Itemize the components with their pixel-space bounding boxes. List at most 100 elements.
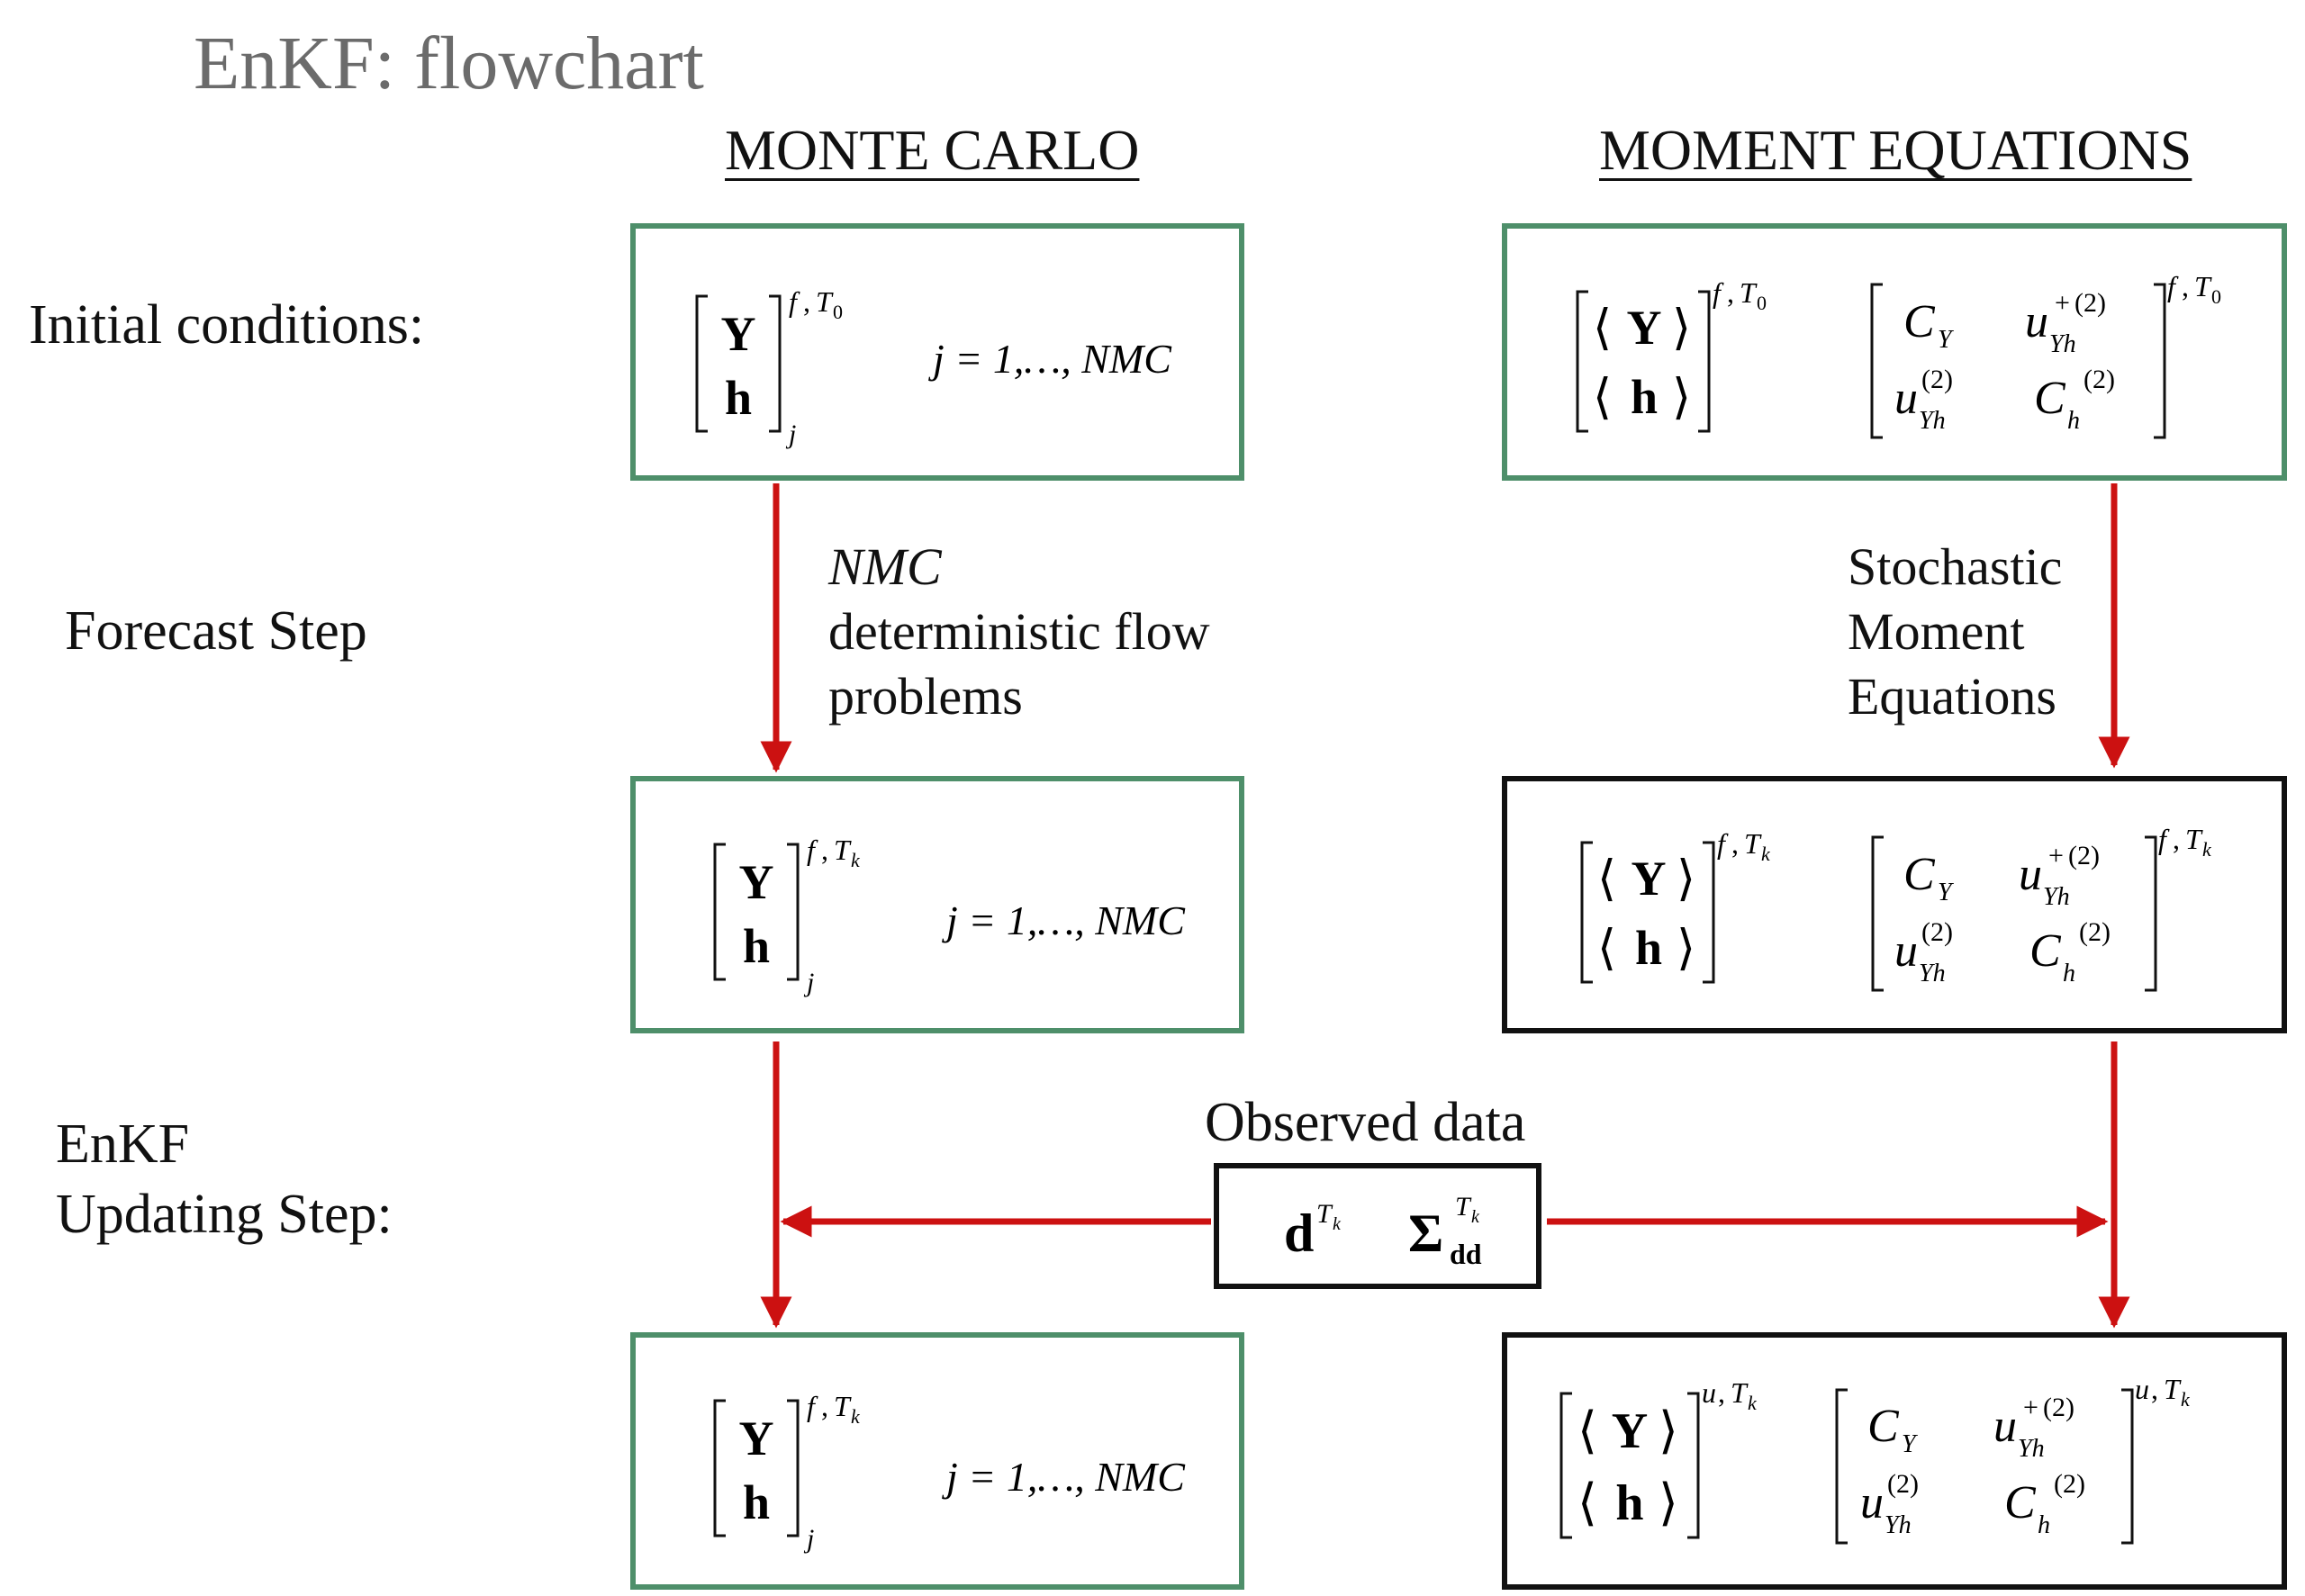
mc-initial-h: h: [725, 371, 752, 425]
me-initial-C: C: [1903, 296, 1936, 347]
observed-sigma-sup-k: k: [1471, 1207, 1480, 1227]
me-update-Ch: C: [2004, 1477, 2037, 1528]
me-initial-sup-T0: 0: [1757, 292, 1767, 314]
mc-initial-range: j = 1,…, NMC: [928, 336, 1172, 382]
me-initial-Ch: C: [2034, 373, 2066, 424]
me-update-rangle-h: ⟩: [1659, 1475, 1678, 1531]
svg-text:,: ,: [821, 1390, 828, 1422]
observed-d-sup-k: k: [1333, 1214, 1342, 1234]
row-label-forecast-step: Forecast Step: [65, 600, 367, 662]
mc-initial-box: Y h j f , T 0 j = 1,…, NMC: [630, 223, 1244, 481]
me-update-langle-h: ⟨: [1577, 1475, 1597, 1531]
me-update-langle-Y: ⟨: [1577, 1403, 1597, 1459]
me-update-C-sub-Y: Y: [1902, 1430, 1919, 1458]
me-forecast-u-order: (2): [1921, 917, 1953, 947]
mc-update-sup-f: f: [807, 1390, 818, 1422]
me-update-box: ⟨ Y ⟩ ⟨ h ⟩ u , T k C Y u Yh + (2) u Yh …: [1502, 1332, 2287, 1590]
column-header-monte-carlo: MONTE CARLO: [725, 118, 1140, 182]
mc-forecast-Y: Y: [739, 855, 774, 909]
me-initial-langle-h: ⟨: [1593, 370, 1612, 424]
me-update-formula: ⟨ Y ⟩ ⟨ h ⟩ u , T k C Y u Yh + (2) u Yh …: [1559, 1373, 2191, 1545]
me-forecast-Ch: C: [2029, 925, 2062, 977]
forecast-me-line1: Stochastic: [1848, 537, 2063, 596]
mc-update-box: Y h j f , T k j = 1,…, NMC: [630, 1332, 1244, 1590]
me-initial-Ch-order: (2): [2084, 365, 2115, 394]
mc-initial-sup-T0: 0: [833, 301, 843, 323]
svg-text:,: ,: [2151, 1373, 2158, 1405]
me-forecast-sup-f: f: [1717, 827, 1729, 860]
observed-sigma: Σ: [1408, 1204, 1443, 1263]
me-update-u-plus-sign: +: [2023, 1393, 2038, 1422]
svg-text:,: ,: [803, 285, 810, 318]
observed-data-title: Observed data: [1205, 1092, 1526, 1153]
me-initial-cov-sup-T0: 0: [2211, 285, 2221, 308]
me-initial-u-plus-sub: Yh: [2049, 330, 2076, 358]
observed-sigma-sub-dd: dd: [1450, 1238, 1482, 1270]
me-update-Y: Y: [1612, 1403, 1648, 1459]
me-forecast-rangle-h: ⟩: [1677, 921, 1695, 975]
me-initial-h: h: [1631, 370, 1658, 424]
me-update-h: h: [1615, 1475, 1643, 1531]
mc-initial-j: j: [785, 419, 796, 449]
me-forecast-Y: Y: [1632, 852, 1667, 906]
me-forecast-cov-sup-T: T: [2185, 823, 2203, 855]
observed-data-box: d T k Σ dd T k: [1214, 1163, 1541, 1289]
me-initial-Y: Y: [1627, 301, 1662, 355]
me-forecast-sup-Tk: k: [1761, 843, 1771, 865]
me-update-u-order: (2): [1887, 1469, 1919, 1499]
mc-initial-Y: Y: [721, 307, 756, 361]
observed-data-formula: d T k Σ dd T k: [1284, 1192, 1482, 1270]
mc-forecast-formula: Y h j f , T k j = 1,…, NMC: [713, 834, 1186, 997]
mc-forecast-j: j: [803, 968, 814, 997]
me-update-cov-sup-T: T: [2164, 1373, 2182, 1405]
mc-update-formula: Y h j f , T k j = 1,…, NMC: [713, 1390, 1186, 1554]
me-forecast-h: h: [1635, 921, 1662, 975]
me-forecast-formula: ⟨ Y ⟩ ⟨ h ⟩ f , T k C Y u Yh + (2) u Yh …: [1580, 823, 2212, 992]
forecast-me-line2: Moment: [1848, 602, 2025, 661]
svg-text:,: ,: [1718, 1376, 1725, 1409]
svg-text:,: ,: [821, 834, 828, 866]
me-initial-cov-sup-T: T: [2194, 270, 2212, 302]
mc-initial-formula: Y h j f , T 0 j = 1,…, NMC: [695, 285, 1172, 449]
observed-d-sup-T: T: [1316, 1199, 1333, 1229]
me-update-u-plus-order: (2): [2043, 1393, 2074, 1422]
me-forecast-sup-T: T: [1744, 827, 1762, 860]
mc-initial-sup-f: f: [789, 285, 800, 318]
me-initial-u-plus-sign: +: [2055, 288, 2070, 318]
me-forecast-u-plus-sub: Yh: [2043, 883, 2070, 911]
me-update-u-plus: u: [1993, 1401, 2017, 1452]
mc-forecast-range: j = 1,…, NMC: [942, 897, 1186, 943]
me-forecast-cov-sup-f: f: [2158, 823, 2170, 855]
mc-update-sup-T: T: [834, 1390, 852, 1422]
me-initial-sup-f: f: [1713, 276, 1724, 309]
me-initial-u-order: (2): [1921, 365, 1953, 394]
row-label-enkf-updating-1: EnKF: [56, 1114, 190, 1175]
me-forecast-cov-sup-Tk: k: [2202, 838, 2212, 861]
mc-forecast-h: h: [743, 919, 770, 973]
me-forecast-u-plus-order: (2): [2068, 841, 2100, 870]
me-update-sup-u: u: [1702, 1376, 1716, 1409]
me-forecast-rangle-Y: ⟩: [1677, 852, 1695, 906]
observed-d: d: [1284, 1204, 1314, 1263]
mc-forecast-sup-T: T: [834, 834, 852, 866]
me-forecast-Ch-sub: h: [2063, 960, 2075, 987]
me-forecast-u-sub: Yh: [1919, 960, 1946, 987]
me-initial-rangle-Y: ⟩: [1672, 301, 1691, 355]
page-title: EnKF: flowchart: [194, 22, 704, 105]
column-header-moment-equations: MOMENT EQUATIONS: [1599, 118, 2192, 182]
me-forecast-C-sub-Y: Y: [1938, 879, 1955, 906]
me-update-cov-sup-Tk: k: [2181, 1388, 2191, 1411]
mc-update-range: j = 1,…, NMC: [942, 1454, 1186, 1500]
mc-forecast-sup-Tk: k: [851, 849, 861, 871]
me-initial-Ch-sub: h: [2067, 407, 2080, 435]
mc-forecast-sup-f: f: [807, 834, 818, 866]
observed-sigma-sup-T: T: [1455, 1192, 1472, 1222]
me-initial-sup-T: T: [1740, 276, 1758, 309]
svg-text:,: ,: [1727, 276, 1734, 309]
me-initial-u-plus-order: (2): [2074, 288, 2106, 318]
me-update-u-plus-sub: Yh: [2018, 1435, 2045, 1463]
me-update-u-sub: Yh: [1885, 1511, 1912, 1539]
me-update-sup-T: T: [1731, 1376, 1749, 1409]
forecast-me-line3: Equations: [1848, 667, 2056, 726]
me-initial-cov-sup-f: f: [2167, 270, 2179, 302]
